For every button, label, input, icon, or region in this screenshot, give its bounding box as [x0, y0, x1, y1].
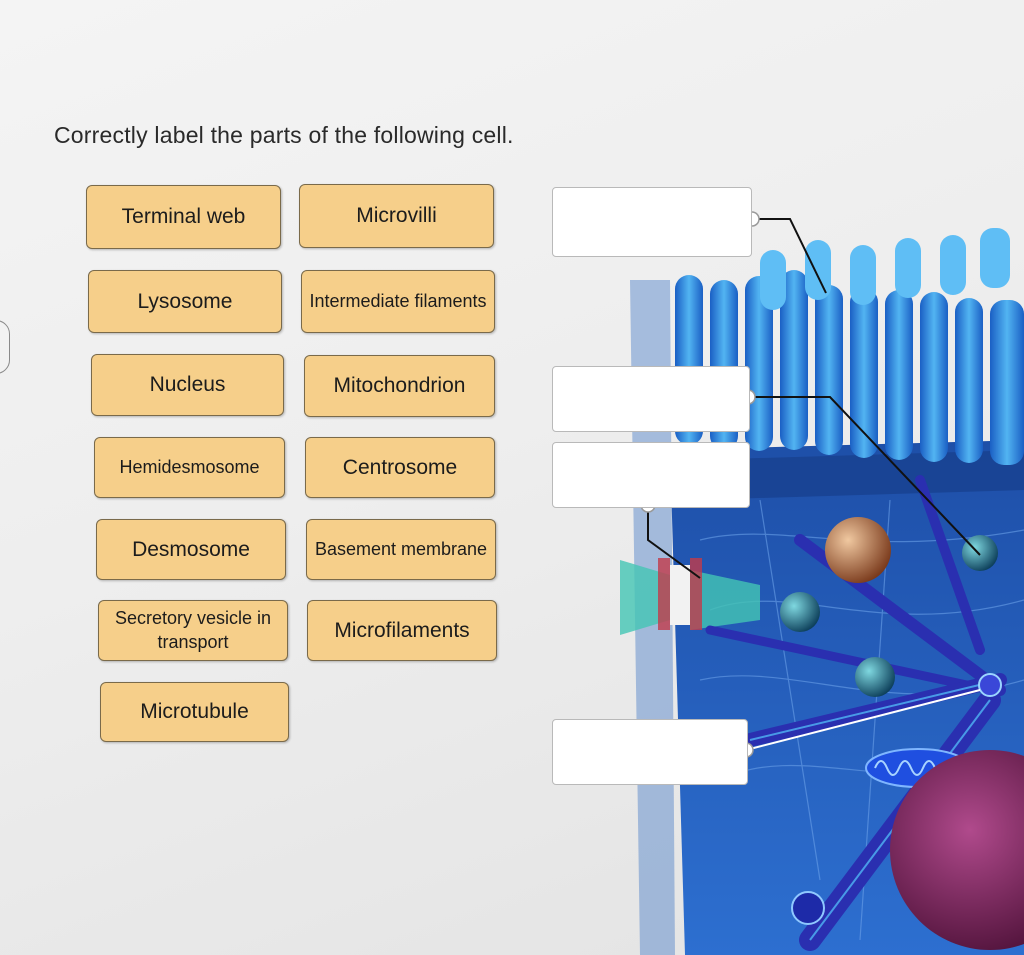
label-microfilaments[interactable]: Microfilaments	[307, 600, 497, 661]
label-microtubule[interactable]: Microtubule	[100, 682, 289, 742]
desmosome-graphic	[620, 558, 760, 635]
side-panel-handle[interactable]	[0, 320, 10, 374]
question-prompt: Correctly label the parts of the followi…	[54, 122, 514, 148]
nucleus-graphic	[890, 750, 1024, 950]
label-desmosome[interactable]: Desmosome	[96, 519, 286, 580]
label-terminal-web[interactable]: Terminal web	[86, 185, 281, 249]
cell-diagram	[560, 180, 1024, 955]
lysosome-graphic	[825, 517, 891, 583]
label-centrosome[interactable]: Centrosome	[305, 437, 495, 498]
label-secretory-vesicle[interactable]: Secretory vesicle in transport	[98, 600, 288, 661]
drop-target-1[interactable]	[552, 187, 752, 257]
label-mitochondrion[interactable]: Mitochondrion	[304, 355, 495, 417]
drop-target-2[interactable]	[552, 366, 750, 432]
drop-target-3[interactable]	[552, 442, 750, 508]
label-microvilli[interactable]: Microvilli	[299, 184, 494, 248]
label-hemidesmosome[interactable]: Hemidesmosome	[94, 437, 285, 498]
label-basement-membrane[interactable]: Basement membrane	[306, 519, 496, 580]
label-nucleus[interactable]: Nucleus	[91, 354, 284, 416]
label-intermediate-filaments[interactable]: Intermediate filaments	[301, 270, 495, 333]
drop-target-4[interactable]	[552, 719, 748, 785]
label-lysosome[interactable]: Lysosome	[88, 270, 282, 333]
